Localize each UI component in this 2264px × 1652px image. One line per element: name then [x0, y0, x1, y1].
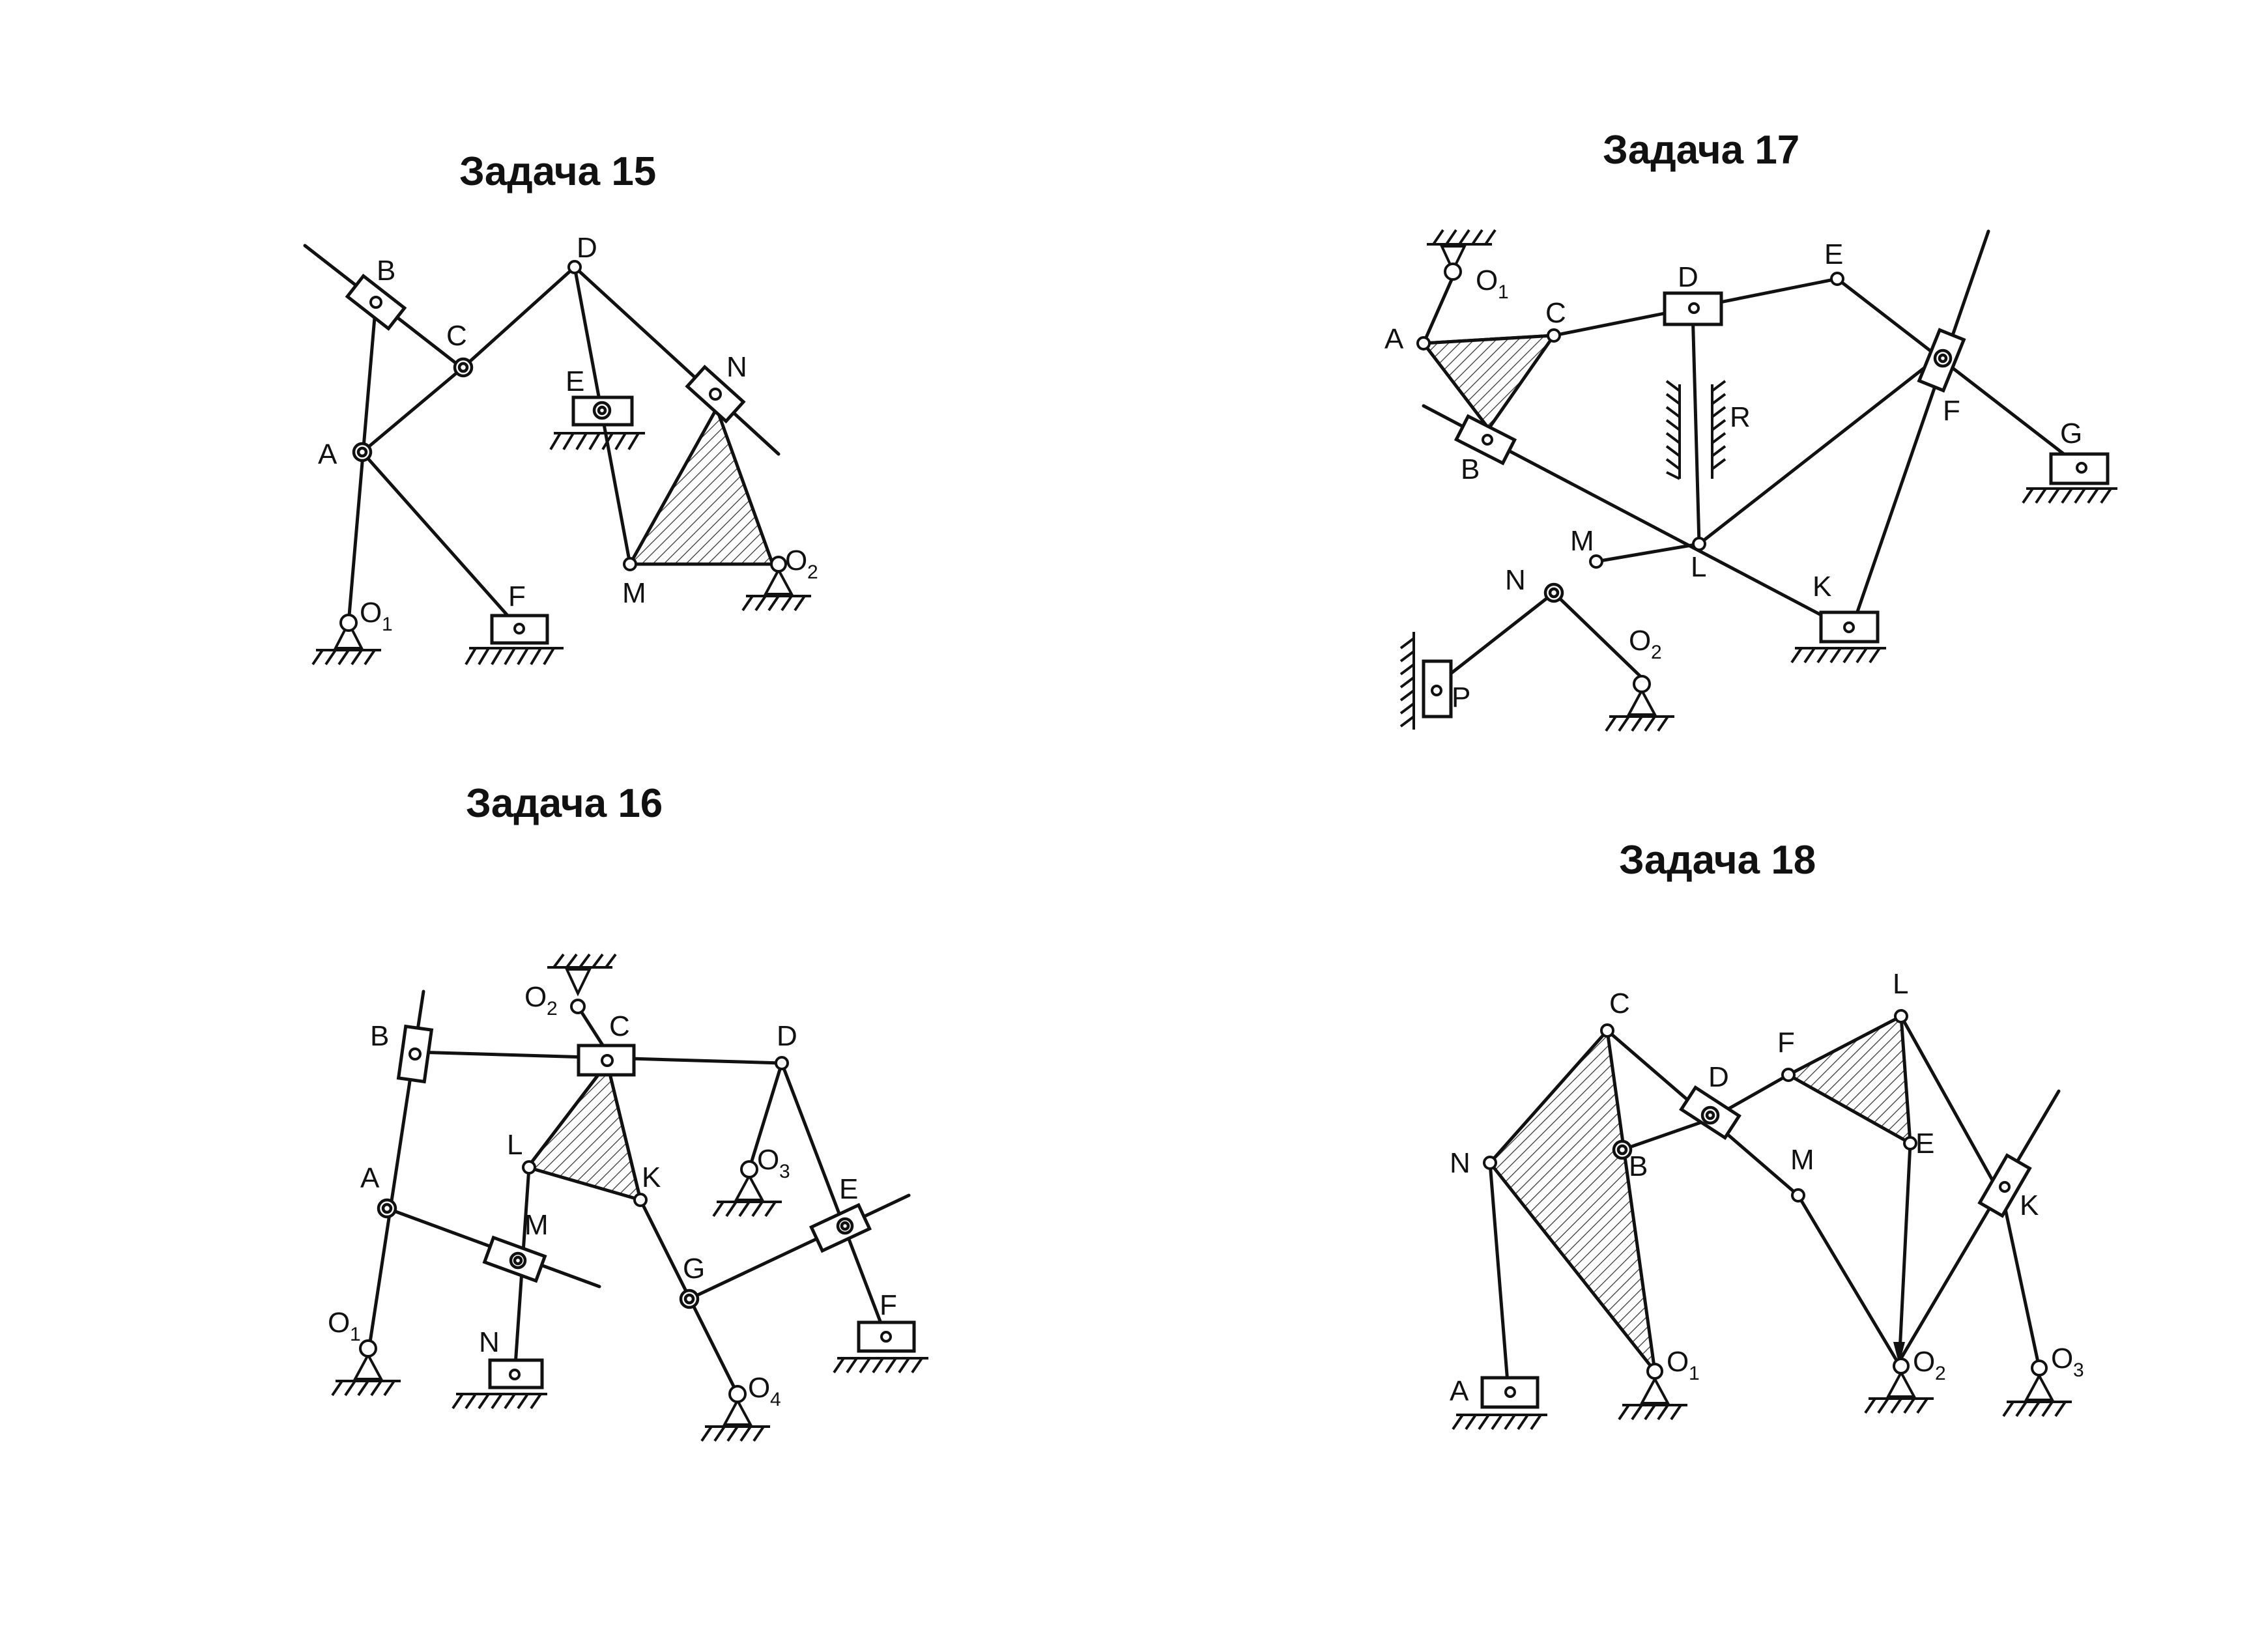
label-17-O1-sub: 1	[1498, 281, 1509, 303]
triangle-plate-16	[524, 1059, 643, 1203]
label-16-O3: O	[757, 1144, 779, 1176]
label-17-L: L	[1691, 551, 1706, 583]
label-16-G: G	[683, 1253, 705, 1285]
label-17-F: F	[1943, 395, 1960, 427]
label-17-O2: O	[1629, 625, 1651, 657]
label-15-N: N	[726, 351, 747, 383]
joints-18	[1483, 1009, 2048, 1380]
ground-supports-15	[311, 432, 811, 666]
task-15-title: Задача 15	[459, 149, 657, 194]
label-16-C: C	[609, 1010, 630, 1042]
label-18-M: M	[1790, 1144, 1814, 1176]
label-18-N: N	[1450, 1147, 1470, 1179]
label-17-D: D	[1678, 261, 1698, 293]
label-17-A: A	[1384, 323, 1404, 355]
label-18-O1-sub: 1	[1689, 1363, 1700, 1384]
label-17-E: E	[1824, 238, 1843, 270]
label-16-N: N	[479, 1326, 500, 1358]
label-15-M: M	[622, 577, 646, 609]
label-18-B: B	[1629, 1150, 1648, 1182]
task-17-title: Задача 17	[1603, 128, 1800, 173]
mechanism-15: B C D E N A F M O 1 O 2	[303, 232, 818, 666]
label-16-O2-sub: 2	[547, 998, 558, 1019]
label-16-F: F	[880, 1289, 897, 1321]
label-18-E: E	[1915, 1128, 1934, 1160]
label-15-O1-sub: 1	[382, 614, 393, 635]
label-16-O1: O	[328, 1307, 350, 1339]
point-labels-17: O 1 A C D E R B F G M N L K O 2 P	[1384, 238, 2082, 713]
label-16-O3-sub: 3	[779, 1161, 790, 1182]
ground-supports-17	[1427, 229, 2117, 732]
label-15-E: E	[566, 365, 584, 397]
triangle-plate-15	[627, 404, 775, 566]
triangle-plate-18-small	[1784, 1014, 1912, 1146]
label-16-L: L	[507, 1129, 523, 1161]
links-17	[1422, 229, 2084, 689]
label-18-O2-sub: 2	[1935, 1363, 1946, 1384]
label-15-O2-sub: 2	[807, 562, 818, 583]
label-16-O4: O	[748, 1372, 770, 1404]
point-labels-18: C L F D N B M E K A O 1 O 2 O 3	[1450, 968, 2084, 1407]
ground-supports-18	[1452, 1369, 2072, 1431]
label-18-L: L	[1893, 968, 1908, 1000]
label-18-D: D	[1708, 1061, 1729, 1093]
label-16-O4-sub: 4	[770, 1389, 781, 1410]
label-17-K: K	[1813, 571, 1831, 603]
point-labels-15: B C D E N A F M O 1 O 2	[318, 232, 818, 635]
joints-17	[1416, 263, 1953, 693]
mechanism-18: C L F D N B M E K A O 1 O 2 O 3	[1450, 968, 2084, 1431]
label-18-O3: O	[2051, 1343, 2073, 1374]
label-16-O2: O	[524, 981, 547, 1013]
mechanism-17: O 1 A C D E R B F G M N L K O 2 P	[1384, 229, 2117, 732]
triangle-plate-17	[1420, 334, 1558, 432]
sliders-15	[345, 274, 746, 645]
label-15-B: B	[377, 255, 395, 287]
label-18-C: C	[1609, 988, 1630, 1019]
label-16-E: E	[839, 1173, 858, 1205]
label-17-M: M	[1570, 525, 1594, 557]
label-18-O3-sub: 3	[2073, 1360, 2084, 1381]
label-17-C: C	[1545, 297, 1566, 329]
label-18-O2: O	[1913, 1346, 1935, 1378]
label-16-O1-sub: 1	[350, 1324, 361, 1345]
label-15-O2: O	[785, 545, 807, 577]
label-16-B: B	[370, 1020, 389, 1052]
point-labels-16: B C D O 2 L K A M O 3 E G F O 1 N O 4	[328, 981, 897, 1410]
label-16-A: A	[360, 1162, 380, 1194]
label-15-D: D	[577, 232, 597, 264]
pointer-18	[1893, 1342, 1905, 1365]
label-18-K: K	[2020, 1189, 2039, 1221]
guides-17	[1399, 380, 1727, 730]
label-17-P: P	[1452, 681, 1470, 713]
joints-15	[339, 260, 787, 632]
task-18-title: Задача 18	[1619, 838, 1816, 883]
label-15-A: A	[318, 438, 337, 470]
task-16-title: Задача 16	[466, 781, 663, 826]
label-16-K: K	[642, 1161, 661, 1193]
label-15-F: F	[508, 580, 526, 612]
label-17-N: N	[1505, 564, 1526, 596]
triangle-plate-18-large	[1487, 1027, 1657, 1377]
label-18-A: A	[1450, 1375, 1469, 1407]
label-17-R: R	[1730, 401, 1751, 433]
label-17-B: B	[1461, 453, 1480, 485]
mechanism-16: B C D O 2 L K A M O 3 E G F O 1 N O 4	[328, 953, 928, 1442]
ground-supports-16	[331, 953, 928, 1442]
label-17-O1: O	[1476, 264, 1498, 296]
joints-16	[359, 999, 854, 1403]
label-15-C: C	[446, 320, 467, 352]
label-15-O1: O	[360, 597, 382, 629]
label-16-D: D	[777, 1020, 797, 1052]
label-17-G: G	[2060, 418, 2082, 449]
label-17-O2-sub: 2	[1651, 642, 1662, 663]
label-18-O1: O	[1667, 1346, 1689, 1378]
label-16-M: M	[524, 1209, 549, 1241]
label-18-F: F	[1777, 1027, 1795, 1059]
